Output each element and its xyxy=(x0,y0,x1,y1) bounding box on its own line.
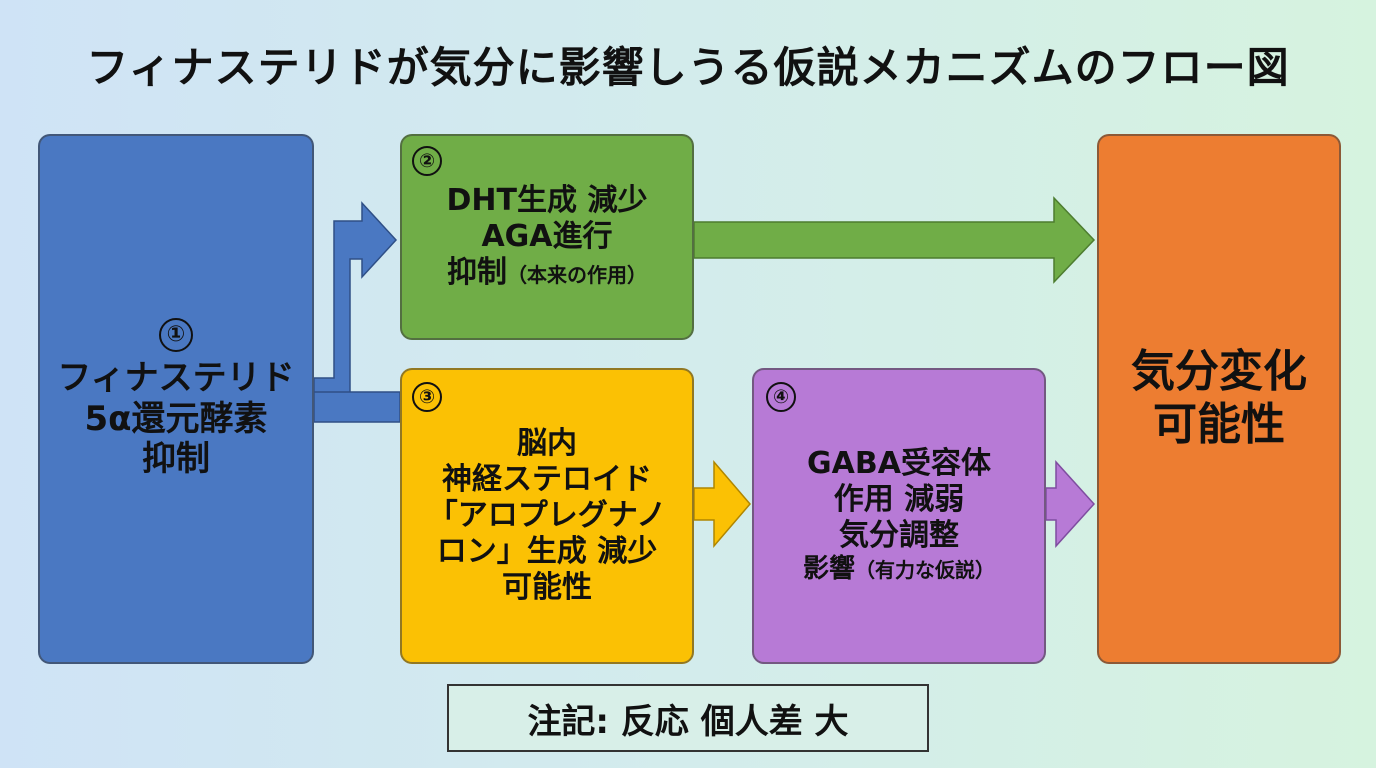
step-4-line-4: 影響（有力な仮説） xyxy=(803,554,995,585)
step-4-line-1: GABA受容体 xyxy=(807,446,991,482)
step-4-box: ④ GABA受容体 作用 減弱 気分調整 影響（有力な仮説） xyxy=(752,368,1046,664)
step-3-number: ③ xyxy=(412,382,442,412)
footnote-box: 注記: 反応 個人差 大 xyxy=(447,684,929,752)
arrow-2-to-5 xyxy=(693,196,1096,284)
step-4-line-2: 作用 減弱 xyxy=(833,482,965,518)
step-1-line-2: 5α還元酵素 xyxy=(84,398,268,439)
footnote-text: 注記: 反応 個人差 大 xyxy=(527,701,849,742)
step-4-line-3: 気分調整 xyxy=(839,518,959,554)
step-2-line-3: 抑制（本来の作用） xyxy=(447,255,647,291)
step-3-line-5: 可能性 xyxy=(502,570,592,605)
arrow-1-to-3 xyxy=(313,391,401,423)
step-4-note: （有力な仮説） xyxy=(855,558,995,583)
step-1-line-1: フィナステリド xyxy=(57,357,295,398)
step-3-line-1: 脳内 xyxy=(517,426,577,461)
outcome-line-1: 気分変化 xyxy=(1131,346,1307,398)
step-4-line-4-text: 影響 xyxy=(802,554,855,585)
arrow-1-to-2 xyxy=(313,201,398,399)
step-1-box: ① フィナステリド 5α還元酵素 抑制 xyxy=(38,134,314,664)
step-3-box: ③ 脳内 神経ステロイド 「アロプレグナノ ロン」生成 減少 可能性 xyxy=(400,368,694,664)
arrow-3-to-4 xyxy=(693,459,751,549)
diagram-title: フィナステリドが気分に影響しうる仮説メカニズムのフロー図 xyxy=(86,43,1290,92)
step-2-note: （本来の作用） xyxy=(507,263,647,287)
step-2-line-2: AGA進行 xyxy=(481,219,613,254)
step-3-line-3: 「アロプレグナノ xyxy=(427,498,667,533)
step-2-line-3-text: 抑制 xyxy=(447,255,507,290)
outcome-line-2: 可能性 xyxy=(1153,399,1285,450)
arrow-4-to-5 xyxy=(1045,460,1096,548)
step-2-number: ② xyxy=(412,146,442,176)
step-1-number: ① xyxy=(159,317,193,352)
step-2-line-1: DHT生成 減少 xyxy=(446,183,648,218)
step-4-number: ④ xyxy=(766,382,796,412)
step-3-line-4: ロン」生成 減少 xyxy=(436,534,658,569)
outcome-box: 気分変化 可能性 xyxy=(1097,134,1341,664)
step-3-line-2: 神経ステロイド xyxy=(442,462,652,497)
step-1-line-3: 抑制 xyxy=(142,439,210,480)
step-2-box: ② DHT生成 減少 AGA進行 抑制（本来の作用） xyxy=(400,134,694,340)
